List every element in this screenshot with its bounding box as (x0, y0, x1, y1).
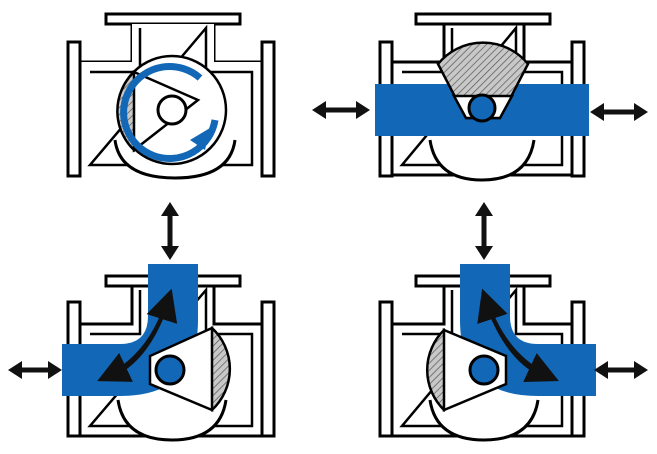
valve-panel-top-left-flow (8, 264, 276, 442)
left-flange (378, 300, 394, 438)
valve-panel-rotation (66, 12, 276, 180)
double-headed-arrow-icon (475, 202, 493, 260)
stem-circle (154, 354, 186, 386)
double-headed-arrow-icon (8, 361, 62, 379)
stem-circle (467, 93, 497, 123)
double-headed-arrow-icon (590, 103, 648, 121)
circular-rotation-arrow-icon (120, 63, 219, 162)
valve-panel-top-right-flow (378, 264, 648, 442)
left-flange (66, 40, 82, 178)
stem-circle (468, 354, 500, 386)
stem-circle (156, 94, 188, 126)
double-headed-arrow-icon (312, 101, 370, 119)
top-flange (104, 12, 242, 26)
right-flange (260, 40, 276, 178)
double-headed-arrow-icon (161, 202, 179, 260)
double-headed-arrow-icon (594, 361, 648, 379)
valve-panel-straight-through (312, 12, 648, 182)
right-flange (260, 300, 276, 438)
